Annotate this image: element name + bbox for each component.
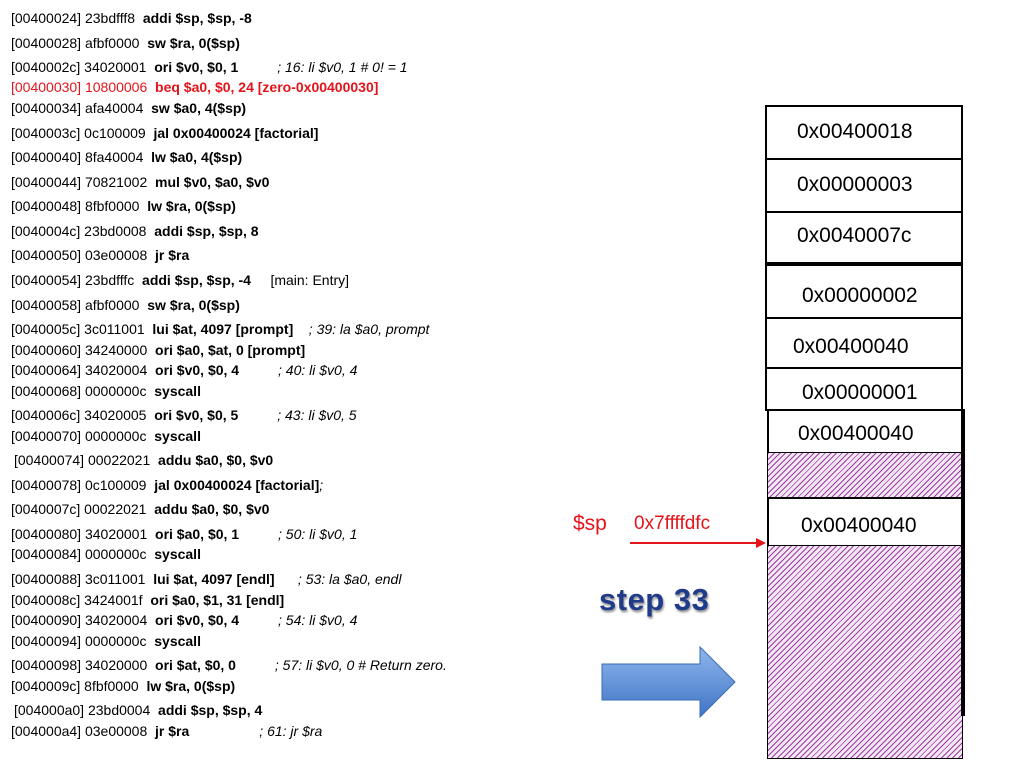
code-line: [0040009c] 8fbf0000 lw $ra, 0($sp) (11, 678, 236, 694)
code-line: [00400090] 34020004 ori $v0, $0, 4 ; 54:… (11, 612, 358, 628)
stack-border (961, 410, 965, 716)
code-line: [00400048] 8fbf0000 lw $ra, 0($sp) (11, 198, 236, 214)
code-line: [00400084] 0000000c syscall (11, 546, 201, 562)
code-line: [00400040] 8fa40004 lw $a0, 4($sp) (11, 149, 243, 165)
code-line: [00400050] 03e00008 jr $ra (11, 247, 190, 263)
code-line: [0040004c] 23bd0008 addi $sp, $sp, 8 (11, 223, 259, 239)
code-line: [0040006c] 34020005 ori $v0, $0, 5 ; 43:… (11, 407, 357, 423)
stack-cell: 0x00000002 (765, 264, 963, 319)
code-line: [0040007c] 00022021 addu $a0, $0, $v0 (11, 501, 270, 517)
code-line: [00400074] 00022021 addu $a0, $0, $v0 (14, 452, 274, 468)
sp-value: 0x7ffffdfc (634, 513, 711, 534)
code-line: [00400088] 3c011001 lui $at, 4097 [endl]… (11, 571, 402, 587)
stack-cell: 0x00000001 (765, 367, 963, 411)
sp-label: $sp (573, 512, 607, 535)
code-line: [00400054] 23bdfffc addi $sp, $sp, -4 [m… (11, 272, 350, 288)
code-line: [00400070] 0000000c syscall (11, 428, 201, 444)
stack-cell: 0x00000003 (765, 158, 963, 213)
stack-cell-empty (767, 545, 963, 759)
stack-cell: 0x00400018 (765, 105, 963, 160)
code-line: [004000a4] 03e00008 jr $ra ; 61: jr $ra (11, 723, 323, 739)
code-line: [00400024] 23bdfff8 addi $sp, $sp, -8 (11, 10, 252, 26)
step-label: step 33 (599, 582, 710, 617)
stack-cell: 0x0040007c (765, 211, 963, 264)
code-line: [004000a0] 23bd0004 addi $sp, $sp, 4 (14, 702, 263, 718)
stack-cell: 0x00400040 (767, 409, 965, 454)
code-line: [00400068] 0000000c syscall (11, 383, 201, 399)
code-line: [00400028] afbf0000 sw $ra, 0($sp) (11, 35, 240, 51)
code-line: [0040002c] 34020001 ori $v0, $0, 1 ; 16:… (11, 59, 408, 75)
code-line: [00400060] 34240000 ori $a0, $at, 0 [pro… (11, 342, 306, 358)
code-line: [00400034] afa40004 sw $a0, 4($sp) (11, 100, 247, 116)
code-line: [0040008c] 3424001f ori $a0, $1, 31 [end… (11, 592, 285, 608)
stack-cell-sp: 0x00400040 (767, 497, 963, 547)
code-line: [0040005c] 3c011001 lui $at, 4097 [promp… (11, 321, 430, 337)
code-line: [00400078] 0c100009 jal 0x00400024 [fact… (11, 477, 324, 493)
next-arrow-icon (601, 645, 736, 719)
code-line: [00400044] 70821002 mul $v0, $a0, $v0 (11, 174, 270, 190)
code-line: [00400080] 34020001 ori $a0, $0, 1 ; 50:… (11, 526, 358, 542)
code-line: [00400098] 34020000 ori $at, $0, 0 ; 57:… (11, 657, 447, 673)
code-line: [00400094] 0000000c syscall (11, 633, 201, 649)
code-line: [0040003c] 0c100009 jal 0x00400024 [fact… (11, 125, 319, 141)
code-line-highlighted: [00400030] 10800006 beq $a0, $0, 24 [zer… (11, 79, 379, 95)
code-line: [00400064] 34020004 ori $v0, $0, 4 ; 40:… (11, 362, 358, 378)
code-line: [00400058] afbf0000 sw $ra, 0($sp) (11, 297, 240, 313)
stack-cell-empty (767, 452, 963, 499)
stack-cell: 0x00400040 (765, 317, 963, 369)
sp-arrow (630, 538, 766, 548)
